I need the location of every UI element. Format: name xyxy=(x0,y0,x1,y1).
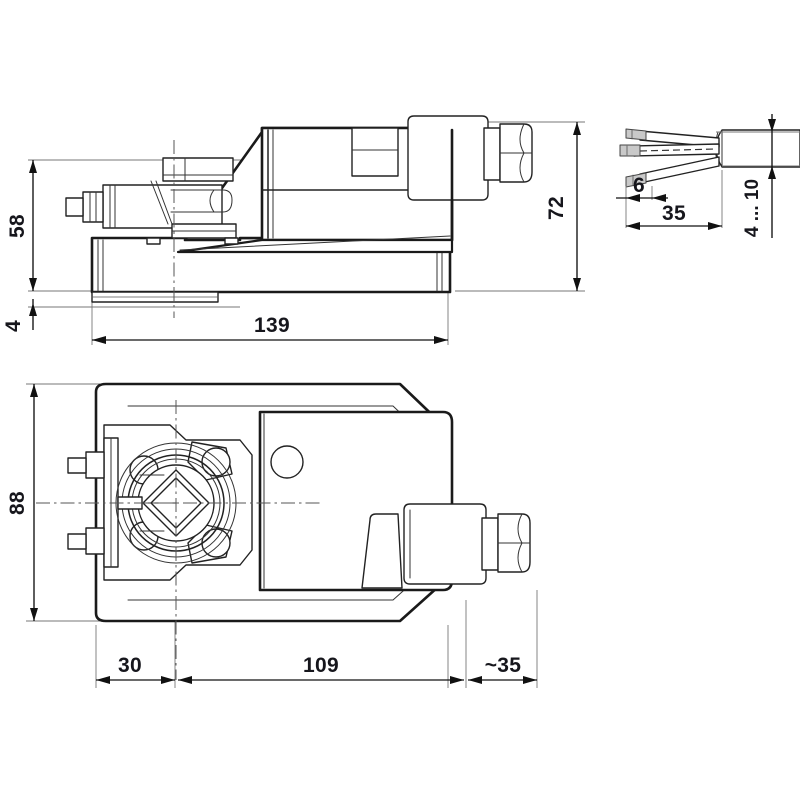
dimension-30: 30 xyxy=(96,654,175,684)
dimension-72-label: 72 xyxy=(545,196,568,220)
dimension-6-label: 6 xyxy=(633,174,645,197)
dimension-35-approx-label: ~35 xyxy=(485,654,522,677)
cable-conductor-middle xyxy=(619,143,720,157)
dimension-4-10-label: 4 ... 10 xyxy=(742,179,763,237)
dimension-58: 58 xyxy=(6,160,37,291)
dimension-58-label: 58 xyxy=(6,214,29,238)
dimension-4-10: 4 ... 10 xyxy=(742,114,776,238)
side-view-cable-gland xyxy=(407,115,533,242)
dimension-109-label: 109 xyxy=(303,654,339,677)
dimension-88: 88 xyxy=(6,384,38,621)
dimension-6: 6 xyxy=(616,174,668,202)
cable-sheath xyxy=(715,129,800,168)
plan-view-extension-lines xyxy=(26,383,538,688)
dimension-139: 139 xyxy=(92,314,448,344)
dimension-35: 35 xyxy=(626,202,722,230)
cable-detail-extension-lines xyxy=(625,131,800,228)
plan-view-cable-gland xyxy=(361,503,531,589)
cable-detail-view: 6 35 4 ... 10 xyxy=(616,114,800,238)
plan-view: 88 30 109 ~35 xyxy=(6,382,538,688)
plan-view-mounting-bolts xyxy=(67,451,105,555)
dimension-109: 109 xyxy=(178,654,464,684)
dimension-30-label: 30 xyxy=(118,654,142,677)
dimension-72: 72 xyxy=(545,122,581,291)
dimension-4: 4 xyxy=(2,299,37,332)
dimension-4-label: 4 xyxy=(2,320,25,332)
cable-conductor-lower xyxy=(625,156,720,188)
dimension-35-approx: ~35 xyxy=(468,654,537,684)
side-view: 58 4 139 72 xyxy=(2,115,585,345)
side-view-shaft-clamp xyxy=(65,157,239,245)
dimension-88-label: 88 xyxy=(6,491,29,515)
side-view-foot-strip xyxy=(91,291,219,303)
dimension-139-label: 139 xyxy=(254,314,290,337)
dimension-35-label: 35 xyxy=(662,202,686,225)
